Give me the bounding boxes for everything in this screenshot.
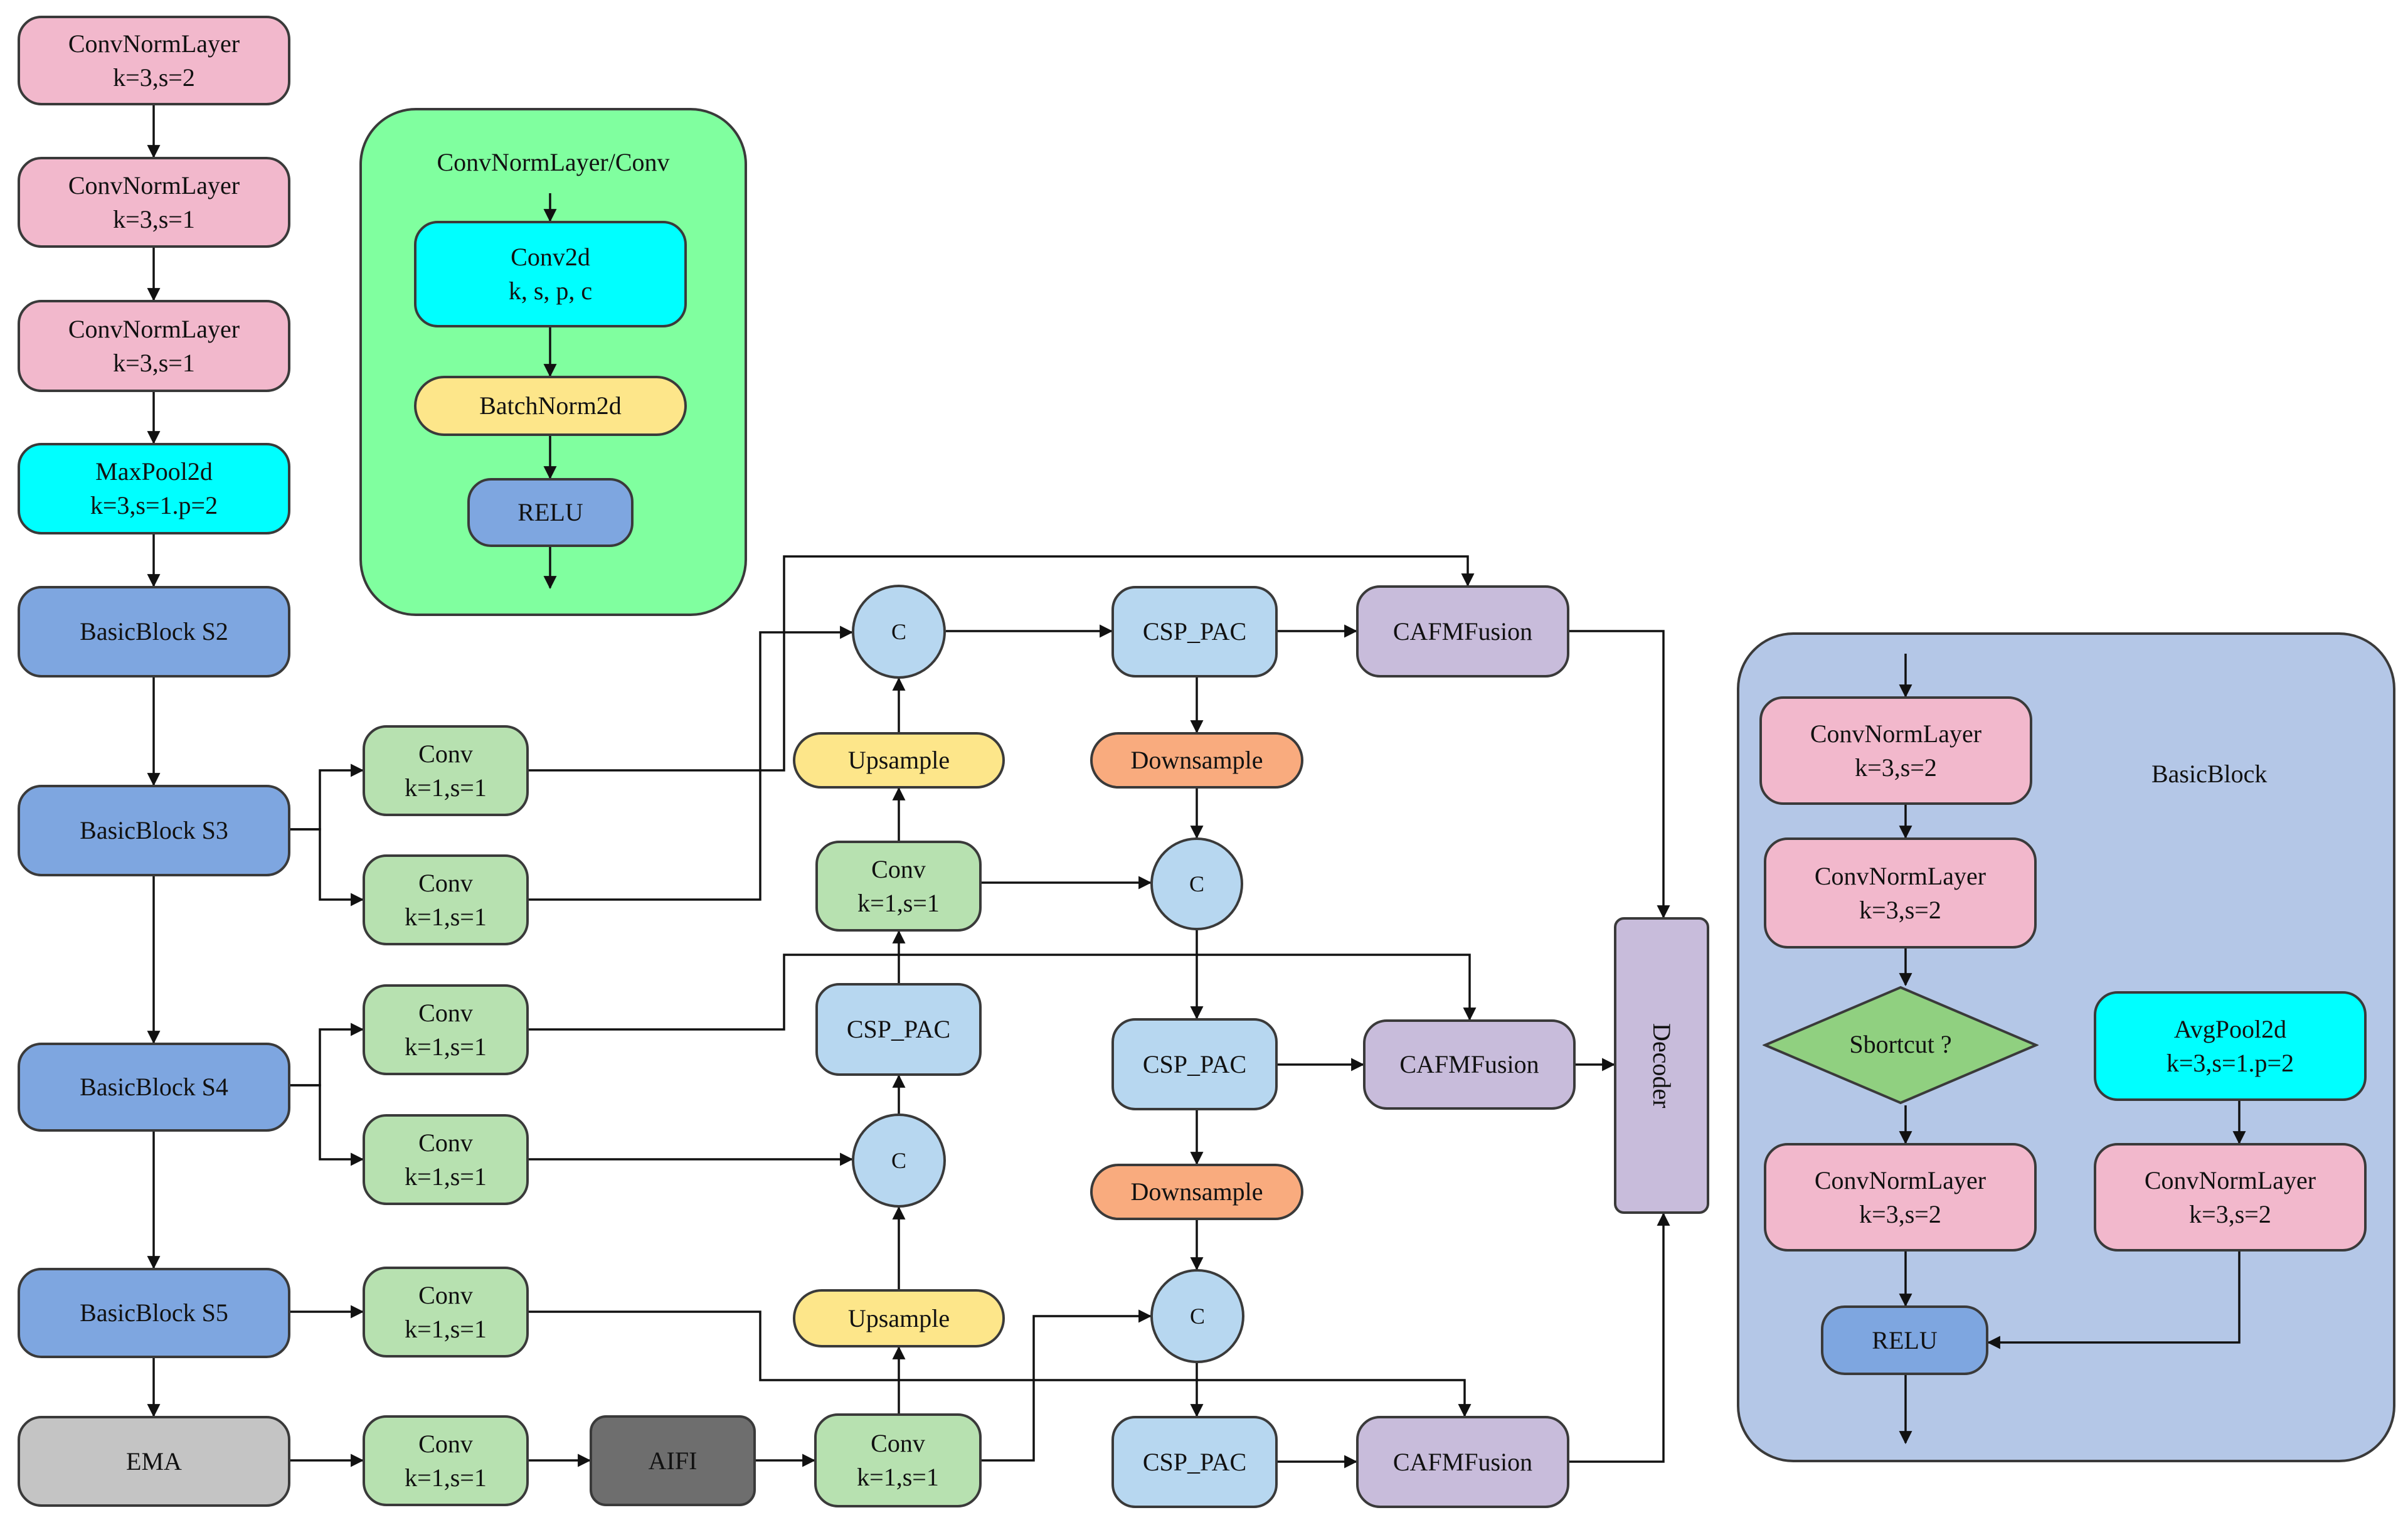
cafmfusion-mid: CAFMFusion bbox=[1363, 1019, 1576, 1110]
edge-s4-conv4b bbox=[290, 1084, 364, 1166]
basicblock-s2: BasicBlock S2 bbox=[18, 586, 290, 678]
csp-pac-left: CSP_PAC bbox=[815, 983, 982, 1076]
basicblock-s4: BasicBlock S4 bbox=[18, 1043, 290, 1132]
edge-conv5-cafm-bottom bbox=[529, 1310, 1472, 1418]
aifi-block: AIFI bbox=[590, 1415, 756, 1506]
edge-s3-conv3b bbox=[290, 828, 364, 906]
edge-cafm-top-decoder bbox=[1569, 630, 1670, 919]
edge-conv3b-c-top bbox=[529, 625, 854, 901]
edge-conv4a-cafm-mid bbox=[529, 954, 1477, 1031]
downsample-top: Downsample bbox=[1090, 732, 1303, 789]
cafmfusion-top: CAFMFusion bbox=[1356, 585, 1569, 678]
decoder-block: Decoder bbox=[1614, 917, 1709, 1214]
legend-title: ConvNormLayer/Conv bbox=[437, 148, 670, 176]
bb-shortcut-diamond bbox=[1763, 986, 2039, 1105]
legend-relu: RELU bbox=[467, 478, 634, 547]
edge-bb-d-relu bbox=[1986, 1252, 2241, 1349]
edge-convtop-c-bottomright bbox=[982, 1309, 1152, 1462]
concat-right: C bbox=[1150, 837, 1243, 930]
bb-relu: RELU bbox=[1821, 1305, 1988, 1375]
csp-pac-bottom: CSP_PAC bbox=[1111, 1416, 1278, 1508]
ema-block: EMA bbox=[18, 1416, 290, 1507]
downsample-bottom: Downsample bbox=[1090, 1164, 1303, 1220]
edge-conv3a-cafm-top bbox=[529, 555, 1475, 772]
upsample-top: Upsample bbox=[793, 732, 1005, 789]
legend-batchnorm2d: BatchNorm2d bbox=[414, 376, 687, 436]
edge-cafm-bottom-decoder bbox=[1569, 1212, 1670, 1463]
basicblock-title: BasicBlock bbox=[2151, 760, 2267, 788]
edge-s4-conv4a bbox=[290, 1023, 364, 1087]
upsample-bottom: Upsample bbox=[793, 1289, 1005, 1347]
concat-mid-left: C bbox=[852, 1113, 946, 1208]
basicblock-s5: BasicBlock S5 bbox=[18, 1268, 290, 1358]
csp-pac-right: CSP_PAC bbox=[1111, 1018, 1278, 1110]
concat-bottom-right: C bbox=[1150, 1269, 1244, 1363]
csp-pac-top: CSP_PAC bbox=[1111, 586, 1278, 678]
concat-top-left: C bbox=[852, 585, 946, 679]
cafmfusion-bottom: CAFMFusion bbox=[1356, 1416, 1569, 1508]
edge-s3-conv3a bbox=[290, 763, 364, 831]
bb-shortcut-label: Sbortcut ? bbox=[1849, 1030, 1952, 1058]
basicblock-s3: BasicBlock S3 bbox=[18, 785, 290, 876]
